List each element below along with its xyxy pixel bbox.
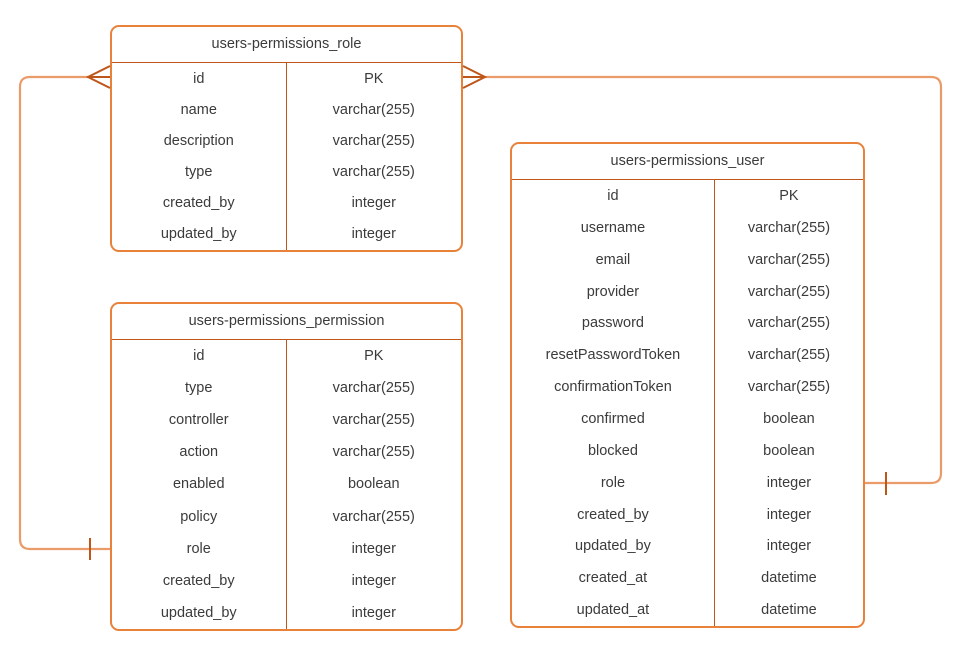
field-type: varchar(255) (332, 412, 415, 429)
field-type: varchar(255) (332, 444, 415, 461)
field-name: provider (512, 275, 715, 308)
field-type: varchar(255) (747, 347, 831, 364)
field-name: password (512, 307, 715, 340)
entity-row: type varchar(255) (112, 156, 461, 188)
entity-title: users-permissions_permission (112, 304, 461, 340)
entity-field-list: id PK type varchar(255) controller varchar(25… (112, 340, 461, 629)
field-type: PK (779, 187, 799, 204)
field-type: datetime (761, 570, 817, 587)
field-name: updated_by (112, 596, 287, 629)
entity-row: blocked boolean (512, 434, 863, 467)
field-name: type (112, 372, 287, 405)
entity-users-permissions-user[interactable]: users-permissions_user id PK username varch… (510, 142, 865, 628)
field-name: role (112, 532, 287, 565)
entity-row: description varchar(255) (112, 125, 461, 157)
field-type: varchar(255) (747, 315, 831, 332)
field-name: policy (112, 500, 287, 533)
entity-field-list: id PK name varchar(255) description varchar(2… (112, 63, 461, 250)
field-name: role (512, 466, 715, 499)
field-name: controller (112, 404, 287, 437)
entity-field-list: id PK username varchar(255) email varchar(255… (512, 180, 863, 626)
field-type: integer (766, 538, 812, 555)
entity-row: role integer (512, 466, 863, 499)
entity-row: updated_at datetime (512, 594, 863, 626)
field-name: created_by (512, 498, 715, 531)
field-name: email (512, 243, 715, 276)
entity-row: resetPasswordToken varchar(255) (512, 339, 863, 372)
field-name: confirmed (512, 403, 715, 435)
field-name: id (112, 63, 287, 95)
entity-row: updated_by integer (112, 596, 461, 629)
entity-row: role integer (112, 532, 461, 565)
field-type: integer (351, 226, 396, 243)
field-type: varchar(255) (747, 283, 831, 300)
entity-row: type varchar(255) (112, 372, 461, 405)
field-type: varchar(255) (332, 508, 415, 525)
entity-row: id PK (112, 63, 461, 95)
field-name: blocked (512, 434, 715, 467)
field-name: action (112, 436, 287, 469)
entity-title: users-permissions_role (112, 27, 461, 63)
field-type: varchar(255) (332, 164, 415, 181)
entity-users-permissions-role[interactable]: users-permissions_role id PK name varchar(2… (110, 25, 463, 252)
field-type: varchar(255) (747, 251, 831, 268)
field-name: created_by (112, 187, 287, 219)
entity-row: created_at datetime (512, 562, 863, 595)
field-name: type (112, 156, 287, 188)
entity-title: users-permissions_user (512, 144, 863, 180)
field-type: integer (351, 540, 396, 557)
field-type: boolean (763, 442, 815, 459)
field-type: integer (766, 506, 812, 523)
entity-row: policy varchar(255) (112, 500, 461, 533)
field-type: integer (351, 195, 396, 212)
field-type: PK (364, 70, 384, 87)
field-name: id (112, 340, 287, 373)
crow-foot-many-marker-role-right-icon (462, 65, 488, 89)
entity-row: created_by integer (112, 187, 461, 219)
entity-row: updated_by integer (112, 218, 461, 250)
field-name: id (512, 180, 715, 212)
field-type: boolean (347, 476, 400, 493)
field-type: PK (364, 348, 384, 365)
entity-row: username varchar(255) (512, 211, 863, 244)
field-type: boolean (763, 410, 815, 427)
field-type: integer (766, 474, 812, 491)
field-type: integer (351, 572, 396, 589)
field-type: datetime (761, 602, 817, 619)
field-name: confirmationToken (512, 371, 715, 404)
entity-row: name varchar(255) (112, 94, 461, 126)
field-name: username (512, 211, 715, 244)
entity-row: confirmed boolean (512, 403, 863, 435)
field-name: created_by (112, 564, 287, 597)
field-name: updated_at (512, 594, 715, 626)
entity-row: created_by integer (112, 564, 461, 597)
field-type: varchar(255) (747, 379, 831, 396)
entity-row: controller varchar(255) (112, 404, 461, 437)
field-type: integer (351, 604, 396, 621)
field-name: resetPasswordToken (512, 339, 715, 372)
entity-row: email varchar(255) (512, 243, 863, 276)
entity-row: id PK (512, 180, 863, 212)
entity-row: confirmationToken varchar(255) (512, 371, 863, 404)
field-name: enabled (112, 468, 287, 501)
entity-row: id PK (112, 340, 461, 373)
field-name: updated_by (112, 218, 287, 250)
crow-foot-many-marker-role-left-icon (85, 65, 111, 89)
entity-row: provider varchar(255) (512, 275, 863, 308)
entity-row: updated_by integer (512, 530, 863, 563)
field-name: name (112, 94, 287, 126)
entity-row: password varchar(255) (512, 307, 863, 340)
entity-row: enabled boolean (112, 468, 461, 501)
field-type: varchar(255) (332, 380, 415, 397)
field-type: varchar(255) (747, 219, 831, 236)
field-name: created_at (512, 562, 715, 595)
relationship-role-permission-line[interactable] (18, 75, 110, 551)
entity-row: created_by integer (512, 498, 863, 531)
field-type: varchar(255) (332, 101, 415, 118)
field-type: varchar(255) (332, 132, 415, 149)
entity-row: action varchar(255) (112, 436, 461, 469)
field-name: description (112, 125, 287, 157)
entity-users-permissions-permission[interactable]: users-permissions_permission id PK type var… (110, 302, 463, 631)
field-name: updated_by (512, 530, 715, 563)
